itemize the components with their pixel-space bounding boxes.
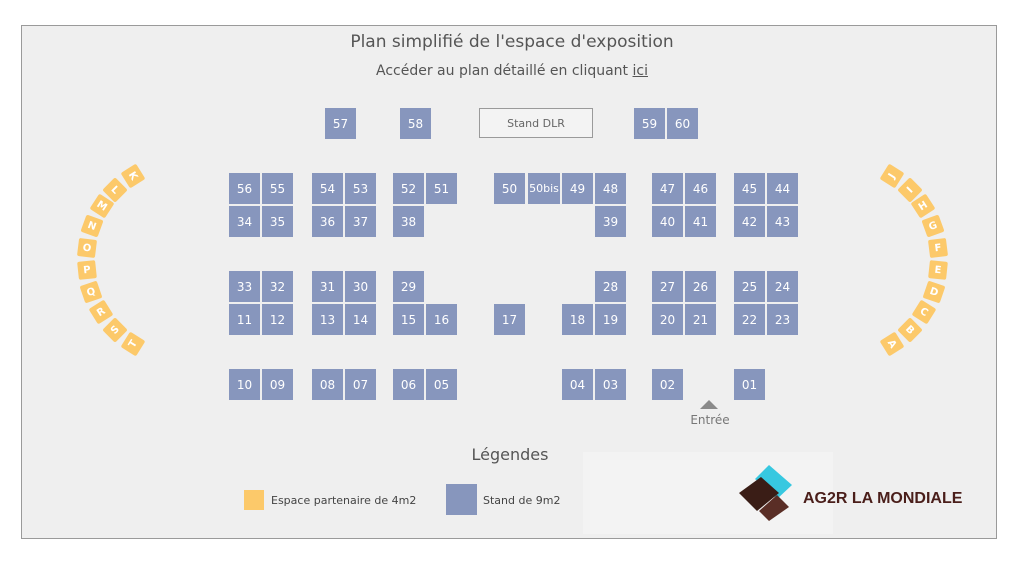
stand-13[interactable]: 13: [312, 304, 343, 335]
stand-60[interactable]: 60: [667, 108, 698, 139]
stand-50bis[interactable]: 50bis: [528, 173, 560, 204]
ag2r-logo-icon: [739, 465, 792, 521]
stand-31[interactable]: 31: [312, 271, 343, 302]
legend-partner-swatch: [244, 490, 264, 510]
stand-06[interactable]: 06: [393, 369, 424, 400]
stand-56[interactable]: 56: [229, 173, 260, 204]
stand-24[interactable]: 24: [767, 271, 798, 302]
stand-23[interactable]: 23: [767, 304, 798, 335]
partner-space-O[interactable]: O: [76, 237, 97, 258]
stand-dlr[interactable]: Stand DLR: [479, 108, 593, 138]
stand-12[interactable]: 12: [262, 304, 293, 335]
stand-15[interactable]: 15: [393, 304, 424, 335]
stand-21[interactable]: 21: [685, 304, 716, 335]
stand-59[interactable]: 59: [634, 108, 665, 139]
stand-37[interactable]: 37: [345, 206, 376, 237]
stand-04[interactable]: 04: [562, 369, 593, 400]
stand-58[interactable]: 58: [400, 108, 431, 139]
stand-54[interactable]: 54: [312, 173, 343, 204]
page-title: Plan simplifié de l'espace d'exposition: [350, 32, 674, 52]
stand-05[interactable]: 05: [426, 369, 457, 400]
partner-space-P[interactable]: P: [76, 260, 97, 281]
stand-57[interactable]: 57: [325, 108, 356, 139]
stand-14[interactable]: 14: [345, 304, 376, 335]
legend-title: Légendes: [471, 445, 549, 464]
stand-08[interactable]: 08: [312, 369, 343, 400]
stand-35[interactable]: 35: [262, 206, 293, 237]
partner-space-E[interactable]: E: [928, 260, 949, 281]
stand-38[interactable]: 38: [393, 206, 424, 237]
stand-11[interactable]: 11: [229, 304, 260, 335]
stand-47[interactable]: 47: [652, 173, 683, 204]
stand-39[interactable]: 39: [595, 206, 626, 237]
stand-26[interactable]: 26: [685, 271, 716, 302]
stand-19[interactable]: 19: [595, 304, 626, 335]
stand-16[interactable]: 16: [426, 304, 457, 335]
stand-20[interactable]: 20: [652, 304, 683, 335]
stand-42[interactable]: 42: [734, 206, 765, 237]
stand-22[interactable]: 22: [734, 304, 765, 335]
stand-07[interactable]: 07: [345, 369, 376, 400]
stand-48[interactable]: 48: [595, 173, 626, 204]
stand-03[interactable]: 03: [595, 369, 626, 400]
stand-01[interactable]: 01: [734, 369, 765, 400]
stand-36[interactable]: 36: [312, 206, 343, 237]
partner-space-F[interactable]: F: [928, 237, 949, 258]
stand-51[interactable]: 51: [426, 173, 457, 204]
detailed-plan-link[interactable]: ici: [632, 63, 648, 79]
stand-45[interactable]: 45: [734, 173, 765, 204]
stand-28[interactable]: 28: [595, 271, 626, 302]
stand-52[interactable]: 52: [393, 173, 424, 204]
stand-10[interactable]: 10: [229, 369, 260, 400]
legend-stand-label: Stand de 9m2: [483, 494, 561, 507]
entrance-label: Entrée: [690, 413, 730, 427]
logo-area: [583, 452, 833, 534]
stand-29[interactable]: 29: [393, 271, 424, 302]
stand-33[interactable]: 33: [229, 271, 260, 302]
stand-44[interactable]: 44: [767, 173, 798, 204]
stand-34[interactable]: 34: [229, 206, 260, 237]
stand-50[interactable]: 50: [494, 173, 525, 204]
logo-text: AG2R LA MONDIALE: [803, 490, 963, 507]
stand-09[interactable]: 09: [262, 369, 293, 400]
subtitle-text: Accéder au plan détaillé en cliquant: [376, 63, 633, 79]
stand-41[interactable]: 41: [685, 206, 716, 237]
stand-25[interactable]: 25: [734, 271, 765, 302]
stand-32[interactable]: 32: [262, 271, 293, 302]
stand-30[interactable]: 30: [345, 271, 376, 302]
stand-53[interactable]: 53: [345, 173, 376, 204]
stand-40[interactable]: 40: [652, 206, 683, 237]
legend-stand-swatch: [446, 484, 477, 515]
stand-02[interactable]: 02: [652, 369, 683, 400]
page-subtitle: Accéder au plan détaillé en cliquant ici: [0, 63, 1024, 79]
stand-17[interactable]: 17: [494, 304, 525, 335]
stand-46[interactable]: 46: [685, 173, 716, 204]
stand-55[interactable]: 55: [262, 173, 293, 204]
stand-49[interactable]: 49: [562, 173, 593, 204]
legend-partner-label: Espace partenaire de 4m2: [271, 494, 417, 507]
stand-27[interactable]: 27: [652, 271, 683, 302]
stand-43[interactable]: 43: [767, 206, 798, 237]
stand-18[interactable]: 18: [562, 304, 593, 335]
entrance-arrow-icon: [700, 400, 718, 409]
